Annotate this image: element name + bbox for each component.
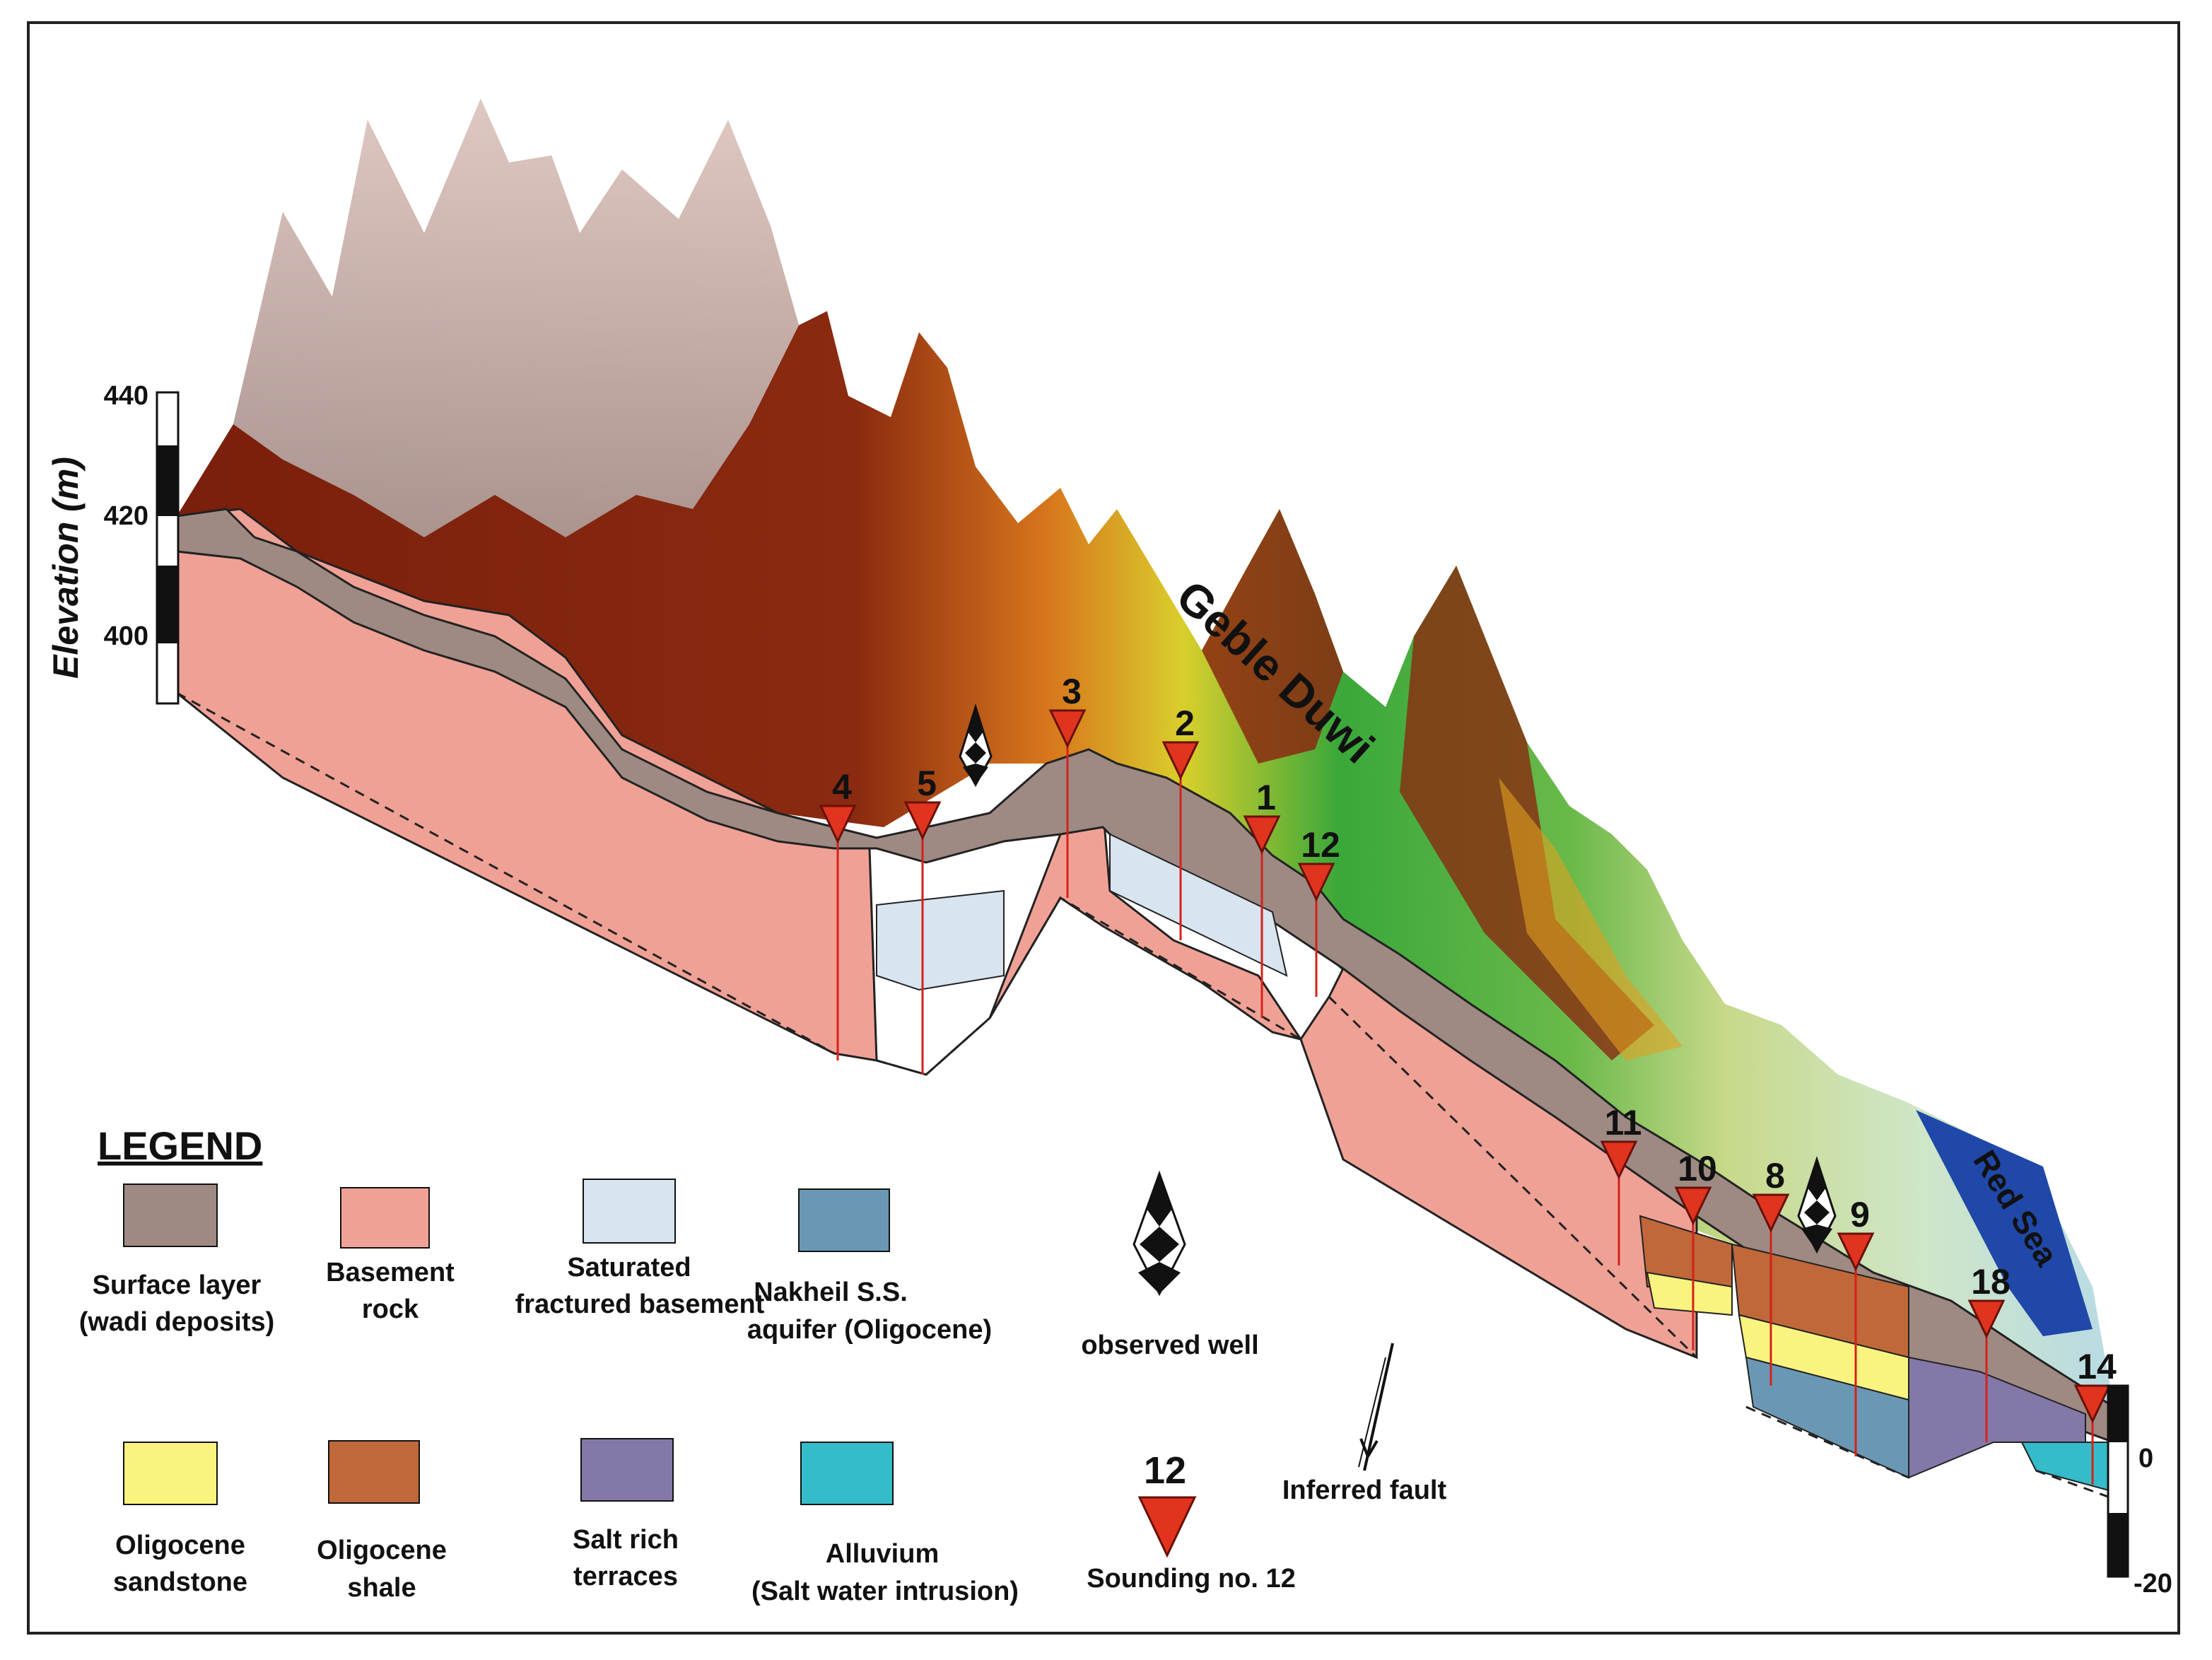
sounding-label: 8: [1765, 1156, 1785, 1196]
soundings-layer: 4 5 3 2 1 12 11 10 8 9 18 14: [819, 672, 2117, 1485]
legend-sounding-number: 12: [1144, 1449, 1186, 1492]
sounding-label: 9: [1850, 1195, 1870, 1234]
legend-swatch-basement-rock: [340, 1187, 430, 1249]
sounding-marker: [1297, 863, 1335, 902]
sounding-label: 12: [1301, 825, 1340, 865]
legend-shale-line2: shale: [347, 1573, 416, 1603]
terrain-dem: [177, 99, 2114, 1421]
observed-well-symbol: [1797, 1156, 1837, 1254]
legend-swatch-oligocene-sandstone: [123, 1442, 218, 1505]
legend-swatch-oligocene-shale: [328, 1440, 420, 1504]
legend-saturated-line1: Saturated: [567, 1253, 691, 1282]
sounding-label: 5: [917, 764, 937, 803]
sounding-marker: [1243, 815, 1281, 855]
legend: LEGEND Surface layer (wadi deposits) Bas…: [79, 1123, 1447, 1606]
legend-basement-line2: rock: [362, 1294, 419, 1324]
legend-sandstone-line2: sandstone: [113, 1567, 247, 1597]
elevation-tick-400: 400: [104, 621, 148, 651]
depth-tick-minus-20: -20: [2134, 1569, 2172, 1598]
legend-swatch-saturated-basement: [583, 1179, 676, 1244]
legend-swatch-alluvium: [800, 1442, 894, 1505]
sounding-triangle-icon: [1137, 1496, 1197, 1558]
legend-nakheil-line2: aquifer (Oligocene): [747, 1315, 992, 1345]
sounding-marker: [903, 801, 942, 841]
sounding-marker: [1837, 1232, 1875, 1272]
sounding-marker: [819, 805, 857, 844]
sounding-label: 2: [1175, 703, 1195, 743]
sounding-label: 4: [832, 767, 852, 807]
legend-observed-well-label: observed well: [1081, 1331, 1258, 1360]
elevation-tick-420: 420: [104, 501, 148, 531]
sounding-marker: [1048, 709, 1087, 749]
legend-title: LEGEND: [98, 1123, 262, 1168]
sounding-marker: [2073, 1384, 2112, 1424]
legend-surface-line1: Surface layer: [93, 1270, 262, 1300]
legend-salt-line2: terraces: [573, 1562, 678, 1591]
legend-swatch-salt-rich-terraces: [580, 1438, 674, 1502]
sounding-marker: [1600, 1140, 1638, 1180]
inferred-fault-icon: [1358, 1343, 1394, 1471]
depth-scale: 0 -20: [2107, 1384, 2172, 1598]
legend-swatch-nakheil-aquifer: [798, 1188, 890, 1252]
legend-salt-line1: Salt rich: [573, 1525, 679, 1555]
sounding-marker: [1161, 741, 1200, 781]
elevation-scale: 440 420 400 Elevation (m): [46, 381, 180, 705]
legend-inferred-fault-label: Inferred fault: [1282, 1475, 1447, 1505]
sounding-label: 11: [1605, 1103, 1642, 1142]
legend-alluvium-line2: (Salt water intrusion): [751, 1577, 1019, 1606]
sounding-label: 3: [1062, 672, 1082, 711]
figure-frame: [27, 21, 2180, 1635]
legend-alluvium-line1: Alluvium: [826, 1539, 939, 1569]
legend-shale-line1: Oligocene: [317, 1536, 447, 1565]
sounding-marker: [1674, 1186, 1712, 1226]
sounding-label: 14: [2077, 1347, 2117, 1386]
legend-sounding-label: Sounding no. 12: [1087, 1564, 1296, 1594]
observed-well-symbol: [959, 703, 993, 788]
observed-well-icon: [1133, 1170, 1186, 1297]
sounding-marker: [1752, 1193, 1790, 1233]
legend-swatch-surface-layer: [123, 1183, 218, 1247]
legend-saturated-line2: fractured basement: [515, 1290, 765, 1319]
legend-basement-line1: Basement: [326, 1258, 455, 1287]
elevation-tick-440: 440: [104, 381, 148, 411]
legend-nakheil-line1: Nakheil S.S.: [754, 1278, 908, 1307]
legend-surface-line2: (wadi deposits): [79, 1307, 275, 1337]
elevation-axis-label: Elevation (m): [46, 457, 86, 679]
cross-section-block: [175, 508, 2115, 1500]
sounding-marker: [1967, 1299, 2006, 1339]
depth-tick-0: 0: [2138, 1444, 2153, 1473]
sounding-label: 18: [1971, 1262, 2011, 1302]
sounding-label: 10: [1678, 1149, 1717, 1188]
legend-sandstone-line1: Oligocene: [115, 1531, 245, 1560]
sounding-label: 1: [1256, 778, 1276, 817]
